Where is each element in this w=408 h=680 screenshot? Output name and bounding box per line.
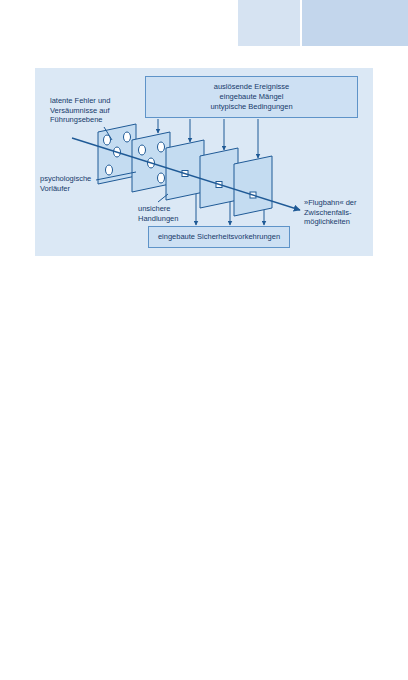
arrows xyxy=(72,119,300,225)
leader-line xyxy=(104,127,112,140)
diagram-label: »Flugbahn« der Zwischenfalls- möglichkei… xyxy=(304,198,372,227)
event-arrow xyxy=(224,119,225,150)
leader-line xyxy=(158,194,168,202)
slice xyxy=(98,124,136,184)
trigger-box: auslösende Ereignisseeingebaute Mängelun… xyxy=(145,76,358,118)
leader-line xyxy=(96,172,136,180)
event-arrow xyxy=(190,119,191,142)
cheese-slices xyxy=(98,124,272,216)
hole xyxy=(158,142,165,152)
diagram-label: psychologische Vorläufer xyxy=(40,174,102,193)
header-tab xyxy=(238,0,300,46)
hole xyxy=(158,173,165,183)
trajectory-arrow xyxy=(72,138,300,210)
event-arrow xyxy=(158,119,159,133)
defence-arrow xyxy=(230,202,231,225)
defence-box: eingebaute Sicherheitsvorkehrungen xyxy=(148,226,290,248)
box-text: eingebaute Sicherheitsvorkehrungen xyxy=(155,232,283,242)
hole xyxy=(139,145,146,155)
slice xyxy=(200,148,238,208)
diagram-panel xyxy=(35,68,373,256)
event-arrow xyxy=(258,119,259,158)
slice-holes xyxy=(104,132,257,198)
slice xyxy=(234,156,272,216)
diagram-label: unsichere Handlungen xyxy=(138,204,190,223)
box-text: auslösende Ereignisse xyxy=(152,82,351,92)
box-text: untypische Bedingungen xyxy=(152,102,351,112)
hole xyxy=(124,132,131,142)
slice xyxy=(132,132,170,192)
box-text: eingebaute Mängel xyxy=(152,92,351,102)
defence-arrow xyxy=(196,194,197,225)
header-tab xyxy=(302,0,408,46)
diagram-label: latente Fehler und Versäumnisse auf Führ… xyxy=(50,96,128,125)
defence-arrow xyxy=(264,210,265,225)
hole xyxy=(106,165,113,175)
